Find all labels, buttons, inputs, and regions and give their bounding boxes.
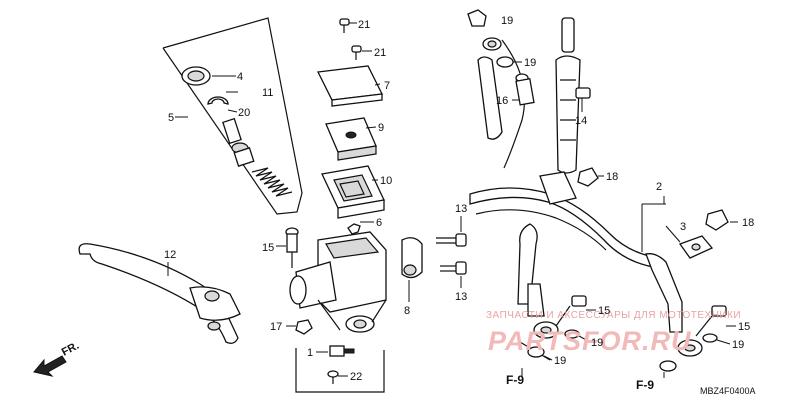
callout-12: 12: [164, 249, 176, 261]
callout-18-upper: 18: [606, 171, 618, 183]
part-21-screw-second[interactable]: [351, 45, 372, 60]
part-21-screw-top[interactable]: [339, 18, 357, 33]
callout-9: 9: [378, 122, 384, 134]
callout-7: 7: [384, 80, 390, 92]
part-12-brake-lever[interactable]: [78, 243, 241, 344]
callout-11: 11: [262, 87, 273, 99]
callout-6: 6: [376, 217, 382, 229]
callout-1: 1: [307, 347, 313, 359]
callout-13-lower: 13: [455, 291, 467, 303]
part-3-clamp[interactable]: [665, 225, 714, 259]
callout-20: 20: [238, 107, 250, 119]
callout-14: 14: [575, 115, 587, 127]
diagram-code: MBZ4F0400A: [700, 386, 756, 396]
callout-22: 22: [350, 371, 362, 383]
front-direction-arrow: FR.: [33, 340, 81, 377]
reference-f9-right: F-9: [636, 378, 654, 392]
part-15-bolt-left[interactable]: [276, 227, 299, 268]
part-7-reservoir-cap[interactable]: [317, 65, 383, 107]
part-19-washer-lower-right-1[interactable]: [702, 333, 731, 345]
piston-kit-box: [162, 17, 303, 215]
reference-f9-left: F-9: [506, 373, 524, 387]
part-19-washer-lower-left-2[interactable]: [527, 346, 553, 361]
part-13-bolt-lower[interactable]: [440, 261, 467, 288]
part-9-diaphragm-plate[interactable]: [325, 117, 377, 161]
callout-2: 2: [656, 181, 662, 193]
part-15-bolt-lower-left[interactable]: [555, 295, 596, 327]
part-19-washer-lower-right-2[interactable]: [659, 360, 677, 372]
part-1-switch[interactable]: [316, 345, 355, 357]
callout-15-lower-left: 15: [598, 305, 610, 317]
callout-8: 8: [404, 305, 410, 317]
callout-19-second: 19: [524, 57, 536, 69]
part-18-grommet-upper[interactable]: [577, 167, 604, 187]
part-18-grommet-right[interactable]: [705, 209, 738, 231]
part-4-boot[interactable]: [181, 66, 236, 86]
callout-17: 17: [270, 321, 282, 333]
callout-19-lower-right: 19: [732, 339, 744, 351]
callout-10: 10: [380, 175, 392, 187]
watermark-tagline: ЗАПЧАСТИ И АКСЕССУАРЫ ДЛЯ МОТОТЕХНИКИ: [486, 310, 741, 321]
callout-15-left: 15: [262, 242, 274, 254]
callout-15-lower-right: 15: [738, 321, 750, 333]
lower-right-hose-end[interactable]: [677, 339, 703, 357]
master-cylinder-body[interactable]: [289, 231, 387, 333]
callout-19-lower-left-2: 19: [554, 355, 566, 367]
part-19-washer-top[interactable]: [496, 56, 522, 68]
callout-3: 3: [680, 221, 686, 233]
callout-16: 16: [496, 95, 508, 107]
master-spring[interactable]: [251, 167, 293, 197]
part-13-bolt-upper[interactable]: [436, 216, 467, 247]
part-8-holder[interactable]: [401, 237, 423, 302]
callout-19-lower-left-1: 19: [591, 337, 603, 349]
direction-label: FR.: [60, 340, 81, 359]
switch-box: [295, 348, 385, 393]
upper-left-hose[interactable]: [467, 9, 525, 169]
callout-13-upper: 13: [455, 203, 467, 215]
part-17-nut[interactable]: [286, 319, 313, 335]
upper-main-hose[interactable]: [555, 17, 591, 174]
part-10-diaphragm[interactable]: [321, 165, 385, 219]
part-20-circlip[interactable]: [207, 96, 238, 113]
part-6-clip[interactable]: [347, 221, 374, 235]
lower-left-hose-end[interactable]: [519, 283, 559, 361]
brake-hose-bundle[interactable]: [469, 171, 683, 333]
callout-5: 5: [168, 112, 174, 124]
master-piston[interactable]: [222, 117, 255, 167]
part-16-banjo-bolt[interactable]: [512, 73, 535, 106]
callout-4: 4: [237, 71, 243, 83]
part-15-bolt-lower-right[interactable]: [695, 305, 736, 337]
callout-19-top: 19: [501, 15, 513, 27]
part-22-screw[interactable]: [327, 370, 348, 384]
callout-21-top: 21: [358, 19, 370, 31]
callout-18-right: 18: [742, 217, 754, 229]
watermark-site: PARTSFOR.RU: [488, 326, 692, 356]
callout-21-second: 21: [374, 47, 386, 59]
part-2-3-bracket-group: [641, 196, 666, 252]
part-19-washer-lower-left-1[interactable]: [564, 329, 591, 343]
